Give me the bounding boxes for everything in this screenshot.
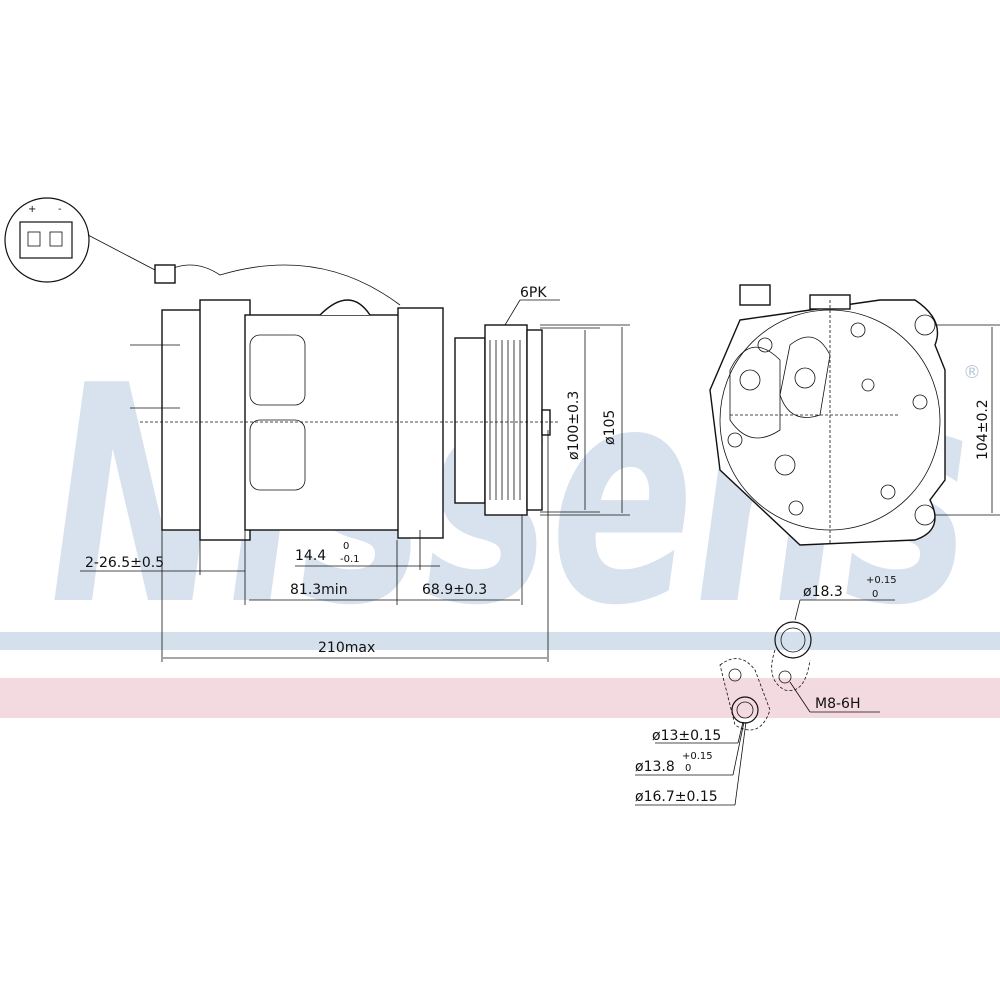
mount-holes-label: 2-26.5±0.5 — [85, 555, 164, 571]
offset-tol-lower: -0.1 — [340, 554, 360, 565]
side-dimensions: 6PK ø100±0.3 ø105 2-26.5±0.5 14.4 0 -0.1… — [80, 285, 630, 662]
compressor-side-view — [130, 264, 560, 541]
connector-minus-label: - — [58, 204, 62, 215]
mount-spacing-label: 104±0.2 — [975, 399, 991, 460]
watermark-band-blue — [0, 632, 1000, 650]
connector-inset: + - — [4, 197, 156, 283]
pulley-diameter-label: ø100±0.3 — [566, 391, 582, 460]
registered-mark: ® — [963, 362, 981, 383]
compressor-front-view: 104±0.2 — [709, 284, 1000, 546]
thread-label: M8-6H — [815, 696, 860, 712]
connector-plus-label: + — [28, 204, 36, 215]
body-length-label: 81.3min — [290, 582, 348, 598]
port-small-inner-label: ø13±0.15 — [652, 728, 721, 744]
port-small-mid-tol-lower: 0 — [685, 763, 691, 774]
offset-tol-upper: 0 — [343, 541, 349, 552]
belt-label: 6PK — [520, 285, 547, 301]
port-small-mid-tol-upper: +0.15 — [682, 751, 713, 762]
body-diameter-label: ø105 — [602, 410, 618, 445]
port-small-mid-label: ø13.8 — [635, 759, 675, 775]
offset-label: 14.4 — [295, 548, 326, 564]
port-small-outer-label: ø16.7±0.15 — [635, 789, 718, 805]
overall-length-label: 210max — [318, 640, 375, 656]
pulley-length-label: 68.9±0.3 — [422, 582, 487, 598]
port-large-tol-upper: +0.15 — [866, 575, 897, 586]
port-large-diameter-label: ø18.3 — [803, 584, 843, 600]
port-detail: ø18.3 +0.15 0 M8-6H ø13±0.15 ø13.8 +0.15… — [635, 575, 897, 806]
port-large-tol-lower: 0 — [872, 589, 878, 600]
watermark-band-pink — [0, 678, 1000, 718]
